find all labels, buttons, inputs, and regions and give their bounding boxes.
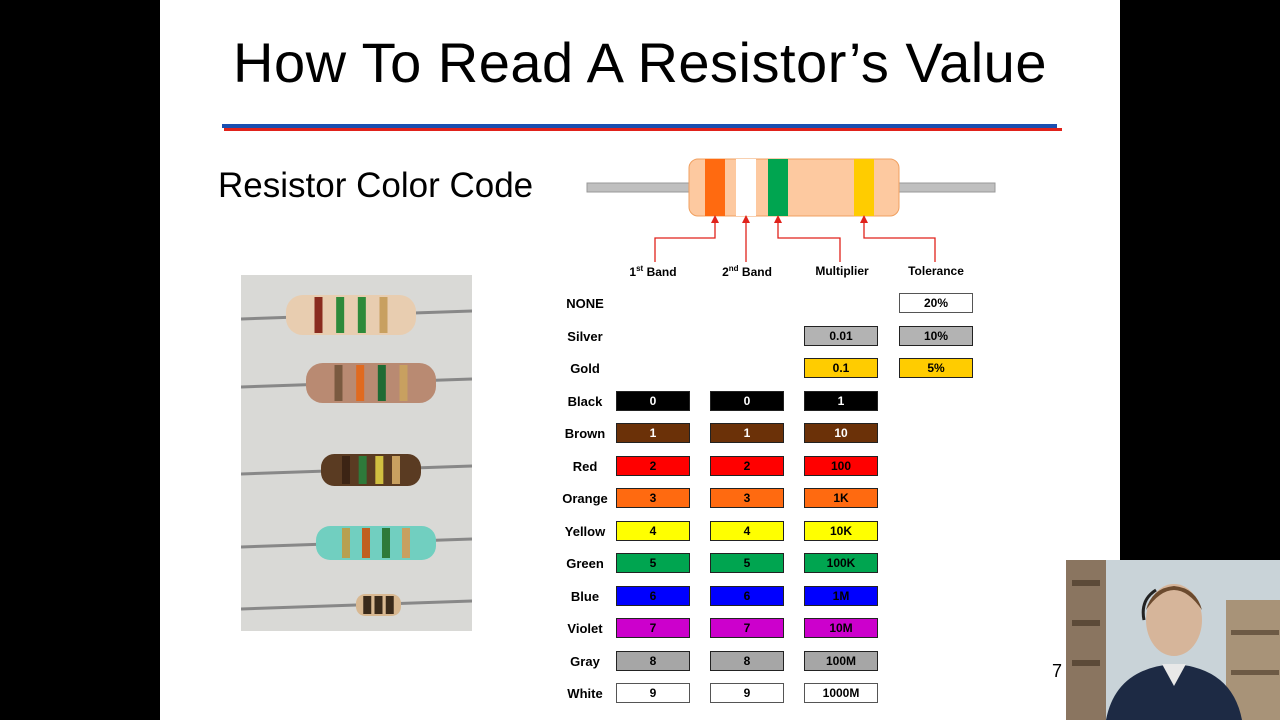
photo-resistor-band <box>375 456 384 484</box>
band-pointer-arrows <box>654 221 936 262</box>
photo-resistor-band <box>379 297 388 333</box>
multiplier-cell: 0.1 <box>804 358 878 378</box>
resistor-lead-right <box>894 182 996 193</box>
label-second-band: 2nd Band <box>722 264 772 279</box>
slide-number: 7 <box>1052 661 1063 681</box>
row-label: Violet <box>567 621 603 636</box>
photo-resistor <box>241 295 472 335</box>
photo-resistor-band <box>374 596 383 614</box>
photo-resistor-band <box>399 365 408 401</box>
photo-resistor-band <box>356 365 365 401</box>
band1-digit-cell: 7 <box>616 618 690 638</box>
tolerance-cell: 5% <box>899 358 973 378</box>
multiplier-cell: 100K <box>804 553 878 573</box>
label-multiplier: Multiplier <box>815 264 869 278</box>
photo-resistor-band <box>385 596 394 614</box>
photo-resistor-band <box>336 297 345 333</box>
resistor-photo <box>241 275 472 631</box>
row-label: NONE <box>566 296 604 311</box>
multiplier-cell: 100 <box>804 456 878 476</box>
band2-digit-cell: 7 <box>710 618 784 638</box>
photo-resistor-body <box>321 454 421 486</box>
label-first-band: 1st Band <box>629 264 677 279</box>
row-label: Green <box>566 556 604 571</box>
row-label: Yellow <box>564 524 606 539</box>
photo-resistor-band <box>382 528 390 558</box>
photo-resistor-band <box>342 456 350 484</box>
slide-title: How To Read A Resistor’s Value <box>233 31 1047 94</box>
photo-resistor-band <box>402 528 410 558</box>
row-label: Blue <box>570 589 600 604</box>
label-tolerance: Tolerance <box>908 264 964 278</box>
band1-digit-cell: 0 <box>616 391 690 411</box>
row-label: White <box>567 686 603 701</box>
band1-digit-cell: 1 <box>616 423 690 443</box>
resistor-diagram <box>586 158 996 262</box>
tolerance-cell: 20% <box>899 293 973 313</box>
row-label: Orange <box>562 491 608 506</box>
multiplier-cell: 1000M <box>804 683 878 703</box>
photo-resistor-band <box>363 596 372 614</box>
tolerance-cell: 10% <box>899 326 973 346</box>
arrow-heads <box>711 215 868 223</box>
band2-digit-cell: 4 <box>710 521 784 541</box>
slide: How To Read A Resistor’s Value Resistor … <box>160 0 1120 720</box>
resistor-lead-left <box>586 182 693 193</box>
row-label: Brown <box>564 426 606 441</box>
band1-digit-cell: 4 <box>616 521 690 541</box>
photo-resistor-band <box>342 528 350 558</box>
photo-resistor-band <box>362 528 370 558</box>
multiplier-cell: 0.01 <box>804 326 878 346</box>
multiplier-cell: 10K <box>804 521 878 541</box>
band1-digit-cell: 8 <box>616 651 690 671</box>
photo-resistor-band <box>357 297 366 333</box>
title-underline-blue <box>222 124 1057 128</box>
photo-resistor-band <box>358 456 367 484</box>
band2-digit-cell: 6 <box>710 586 784 606</box>
resistor-photo-drawing <box>241 295 472 616</box>
multiplier-cell: 1 <box>804 391 878 411</box>
photo-resistor <box>241 526 472 560</box>
photo-resistor-band <box>392 456 400 484</box>
title-underline-red <box>224 128 1062 131</box>
band1-digit-cell: 2 <box>616 456 690 476</box>
band1-digit-cell: 5 <box>616 553 690 573</box>
photo-resistor-band <box>334 365 343 401</box>
photo-resistor-band <box>377 365 386 401</box>
row-label: Gold <box>570 361 600 376</box>
band-1 <box>705 159 725 216</box>
slide-subtitle: Resistor Color Code <box>218 166 534 205</box>
band2-digit-cell: 9 <box>710 683 784 703</box>
band-tolerance <box>854 159 874 216</box>
row-label: Black <box>567 394 603 409</box>
band1-digit-cell: 3 <box>616 488 690 508</box>
band-multiplier <box>768 159 788 216</box>
multiplier-cell: 1M <box>804 586 878 606</box>
webcam-presenter-feed <box>1066 560 1280 720</box>
band2-digit-cell: 0 <box>710 391 784 411</box>
row-label: Silver <box>567 329 603 344</box>
multiplier-cell: 100M <box>804 651 878 671</box>
band1-digit-cell: 6 <box>616 586 690 606</box>
band2-digit-cell: 5 <box>710 553 784 573</box>
band2-digit-cell: 8 <box>710 651 784 671</box>
photo-resistor <box>241 363 472 403</box>
presenter-video <box>1066 560 1280 720</box>
row-label: Gray <box>570 654 600 669</box>
photo-resistor <box>241 594 472 616</box>
photo-resistor-body <box>306 363 436 403</box>
multiplier-cell: 1K <box>804 488 878 508</box>
photo-resistor-band <box>314 297 323 333</box>
row-label: Red <box>572 459 598 474</box>
photo-resistor <box>241 454 472 486</box>
band1-digit-cell: 9 <box>616 683 690 703</box>
photo-resistor-body <box>316 526 436 560</box>
multiplier-cell: 10M <box>804 618 878 638</box>
multiplier-cell: 10 <box>804 423 878 443</box>
photo-resistor-body <box>286 295 416 335</box>
band2-digit-cell: 2 <box>710 456 784 476</box>
band-2 <box>736 159 756 216</box>
band2-digit-cell: 1 <box>710 423 784 443</box>
band2-digit-cell: 3 <box>710 488 784 508</box>
